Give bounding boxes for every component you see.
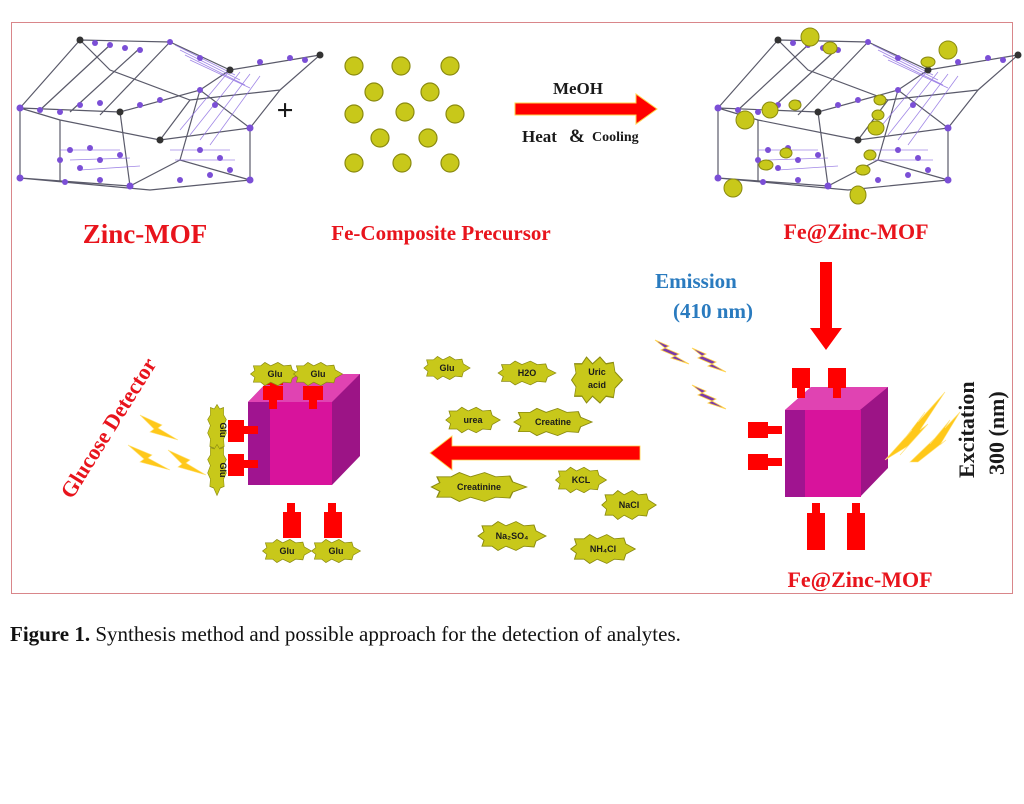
fe-loaded-particles — [723, 27, 958, 205]
svg-text:NH₄Cl: NH₄Cl — [590, 544, 616, 554]
svg-text:Creatinine: Creatinine — [457, 482, 501, 492]
svg-text:acid: acid — [588, 380, 606, 390]
receptors-right — [748, 368, 865, 550]
bound-glucose: Glu — [311, 539, 361, 563]
emission-bolts — [654, 339, 727, 410]
svg-text:Glu: Glu — [218, 423, 228, 438]
svg-text:NaCl: NaCl — [619, 500, 640, 510]
caption-label: Figure 1. — [10, 622, 91, 646]
excitation-title: Excitation — [954, 381, 979, 478]
excitation-value: 300 (nm) — [984, 391, 1009, 475]
bound-glucose: Glu — [207, 404, 228, 456]
bound-glucose: Glu — [293, 362, 343, 386]
fe-zinc-mof-cube — [785, 387, 888, 497]
synthesis-arrow — [514, 93, 658, 125]
analyte-chip: Na₂SO₄ — [477, 521, 547, 551]
svg-text:Glu: Glu — [280, 546, 295, 556]
bound-glucose: Glu — [250, 362, 300, 386]
fe-precursor-particles — [344, 56, 465, 173]
analyte-chip: Creatine — [513, 407, 593, 437]
svg-text:Glu: Glu — [268, 369, 283, 379]
down-arrow — [810, 262, 842, 350]
svg-text:Glu: Glu — [218, 463, 228, 478]
svg-text:Uric: Uric — [588, 367, 606, 377]
bound-glucose: Glu — [262, 539, 312, 563]
analyte-chip: urea — [445, 406, 501, 434]
plus-sign: + — [276, 94, 293, 127]
svg-text:Na₂SO₄: Na₂SO₄ — [496, 531, 529, 541]
detection-arrow — [429, 435, 641, 471]
svg-text:Glu: Glu — [329, 546, 344, 556]
svg-text:urea: urea — [463, 415, 483, 425]
receptors-left — [228, 380, 342, 538]
fe-zinc-mof-bottom-label: Fe@Zinc-MOF — [787, 567, 932, 592]
caption-text: Synthesis method and possible approach f… — [90, 622, 681, 646]
svg-text:KCL: KCL — [572, 475, 591, 485]
svg-text:Glu: Glu — [311, 369, 326, 379]
detector-bolts — [127, 414, 207, 476]
analyte-chip: Uric acid — [570, 356, 624, 404]
glucose-detector-label: Glucose Detector — [55, 353, 161, 503]
condition-amp: & — [569, 126, 585, 147]
analyte-chip: H2O — [497, 360, 557, 386]
figure-caption: Figure 1. Synthesis method and possible … — [10, 622, 681, 647]
excitation-bolts — [884, 391, 961, 463]
figure-diagram: Zinc-MOF + Fe-Composite Precursor MeOH H… — [15, 27, 1023, 592]
condition-heat: Heat — [522, 127, 557, 146]
zinc-mof-label: Zinc-MOF — [83, 219, 207, 249]
bound-glucose: Glu — [207, 444, 228, 496]
analyte-chip: NH₄Cl — [570, 534, 636, 564]
fe-precursor-label: Fe-Composite Precursor — [331, 221, 550, 245]
analyte-chip: KCL — [555, 466, 607, 494]
emission-title: Emission — [655, 269, 737, 293]
reagent-label: MeOH — [553, 79, 603, 98]
svg-text:Glu: Glu — [440, 363, 455, 373]
condition-cooling: Cooling — [592, 130, 639, 145]
fe-zinc-mof-top-label: Fe@Zinc-MOF — [783, 219, 928, 244]
figure-frame — [11, 22, 1013, 594]
analyte-chip: NaCl — [601, 490, 657, 520]
analyte-chip: Creatinine — [430, 471, 528, 503]
analyte-chip: Glu — [423, 356, 471, 380]
emission-value: (410 nm) — [673, 299, 753, 323]
svg-text:H2O: H2O — [518, 368, 537, 378]
svg-text:Creatine: Creatine — [535, 417, 571, 427]
